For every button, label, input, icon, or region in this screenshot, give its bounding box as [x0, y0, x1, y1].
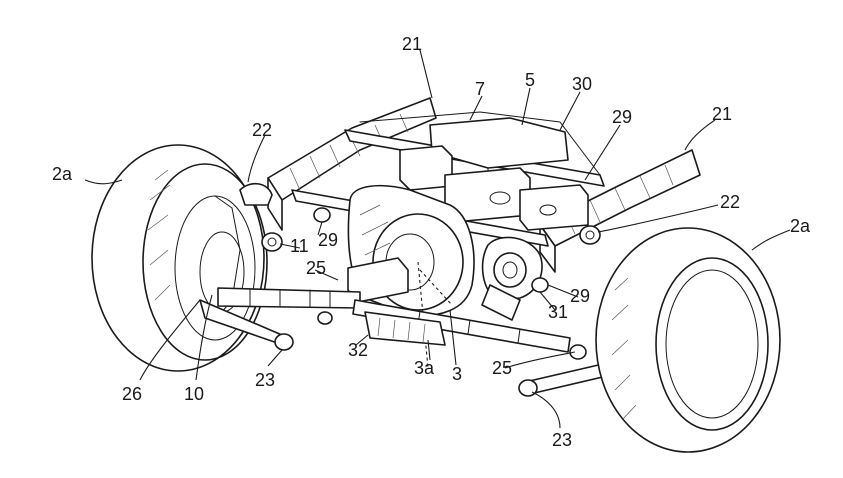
mounts	[239, 182, 601, 360]
label-bracket-30: 30	[572, 74, 592, 94]
right-wheel	[595, 227, 781, 453]
reference-labels: 2a 21 7 5 30 29 21 22 22 2a 29 11 25 29 …	[52, 34, 811, 450]
motor-unit	[347, 184, 475, 369]
label-hub-10: 10	[184, 384, 204, 404]
label-wheel-right: 2a	[790, 216, 811, 236]
label-support-29-upper: 29	[612, 107, 632, 127]
label-motor-3: 3	[452, 364, 462, 384]
label-housing-32: 32	[348, 340, 368, 360]
label-cross-member: 7	[475, 79, 485, 99]
label-arm-23-left: 23	[255, 370, 275, 390]
label-arm-23-right: 23	[552, 430, 572, 450]
label-wheel-left: 2a	[52, 164, 73, 184]
label-unit-31: 31	[548, 302, 568, 322]
label-support-29-left: 29	[318, 230, 338, 250]
left-wheel	[91, 144, 268, 372]
label-battery: 5	[525, 70, 535, 90]
label-axis-3a: 3a	[414, 358, 435, 378]
label-mount-22-left: 22	[252, 120, 272, 140]
label-mount-22-right: 22	[720, 192, 740, 212]
battery-pack	[399, 117, 589, 231]
label-side-frame-left: 21	[402, 34, 422, 54]
label-rod-25-right: 25	[492, 358, 512, 378]
label-hub-11: 11	[290, 236, 309, 256]
label-side-frame-right: 21	[712, 104, 732, 124]
steering-unit	[481, 236, 543, 321]
label-support-29-right: 29	[570, 286, 590, 306]
label-knuckle-26: 26	[122, 384, 142, 404]
label-rod-25-left: 25	[306, 258, 326, 278]
drive-shafts	[217, 287, 571, 353]
leader-lines	[84, 49, 791, 429]
